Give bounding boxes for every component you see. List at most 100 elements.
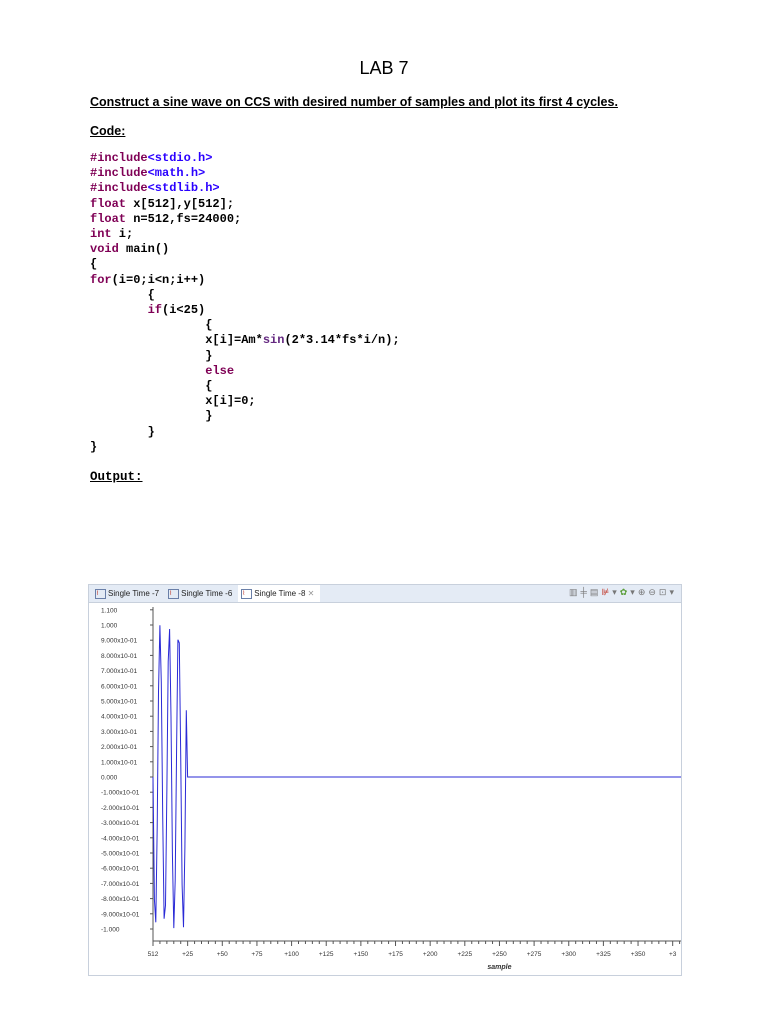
code-line: void main(): [90, 242, 400, 257]
y-tick-label: 0.000: [101, 775, 118, 782]
code-line: int i;: [90, 227, 400, 242]
code-line: for(i=0;i<n;i++): [90, 273, 400, 288]
code-token: x[i]=Am*: [90, 333, 263, 348]
y-tick-label: 6.000x10-01: [101, 683, 138, 690]
graph-icon: ⌇: [241, 589, 253, 599]
tab-list: ⌇Single Time -7 ⌇Single Time -6 ⌇Single …: [92, 585, 321, 602]
tab-single-time-8[interactable]: ⌇Single Time -8 ✕: [238, 585, 321, 602]
code-token: [90, 303, 148, 317]
y-tick-label: 2.000x10-01: [101, 744, 138, 751]
code-line: else: [90, 364, 400, 379]
table-icon[interactable]: ▤: [589, 587, 602, 597]
x-tick-label: +125: [319, 951, 334, 958]
y-tick-label: 1.000: [101, 623, 118, 630]
y-tick-label: 7.000x10-01: [101, 668, 138, 675]
code-line: x[i]=Am*sin(2*3.14*fs*i/n);: [90, 333, 400, 348]
code-token: n=512,fs=24000;: [126, 211, 242, 226]
output-heading: Output:: [90, 470, 143, 484]
code-token: }: [90, 439, 98, 454]
task-statement: Construct a sine wave on CCS with desire…: [90, 95, 618, 109]
zoom-out-icon[interactable]: ⊖: [648, 587, 659, 597]
y-tick-label: 9.000x10-01: [101, 638, 138, 645]
code-token: <stdlib.h>: [147, 181, 220, 196]
zoom-in-icon[interactable]: ⊕: [637, 587, 649, 597]
code-token: float: [90, 196, 127, 211]
chevron-down-icon[interactable]: ▾: [669, 587, 677, 597]
code-line: x[i]=0;: [90, 394, 400, 409]
y-tick-label: -6.000x10-01: [101, 866, 140, 873]
tab-single-time-6[interactable]: ⌇Single Time -6: [165, 585, 238, 602]
chart-icon[interactable]: ⊯: [601, 587, 613, 597]
zoom-fit-icon[interactable]: ⊡: [658, 587, 670, 597]
x-tick-label: +325: [596, 951, 611, 958]
code-line: float x[512],y[512];: [90, 197, 400, 212]
plugin-icon[interactable]: ✿: [619, 587, 631, 597]
code-token: x[512],y[512];: [126, 196, 235, 211]
align-icon[interactable]: ╪: [580, 587, 590, 597]
x-tick-label: +350: [631, 951, 646, 958]
x-tick-label: +300: [561, 951, 576, 958]
graph-tab-bar: ⌇Single Time -7 ⌇Single Time -6 ⌇Single …: [89, 585, 681, 603]
y-tick-label: -7.000x10-01: [101, 881, 140, 888]
code-token: #include: [90, 151, 148, 165]
code-token: float: [90, 211, 127, 226]
y-tick-label: 8.000x10-01: [101, 653, 138, 660]
code-token: {: [90, 318, 213, 333]
code-token: {: [90, 257, 98, 272]
code-token: else: [205, 363, 235, 378]
columns-icon[interactable]: ▥: [568, 587, 581, 597]
code-line: }: [90, 425, 400, 440]
y-tick-label: -1.000x10-01: [101, 790, 140, 797]
code-token: int: [90, 227, 112, 242]
y-tick-label: -2.000x10-01: [101, 805, 140, 812]
close-icon[interactable]: ✕: [307, 589, 315, 598]
x-tick-label: +25: [182, 951, 193, 958]
tab-label: Single Time -8: [254, 589, 306, 598]
code-token: <stdio.h>: [147, 151, 213, 165]
y-tick-label: -8.000x10-01: [101, 896, 140, 903]
code-block: #include<stdio.h>#include<math.h>#includ…: [90, 151, 400, 455]
x-tick-label: +250: [492, 951, 507, 958]
code-token: {: [90, 287, 155, 302]
y-tick-label: 5.000x10-01: [101, 699, 138, 706]
code-line: #include<stdio.h>: [90, 151, 400, 166]
x-axis-label: sample: [487, 964, 511, 971]
chevron-down-icon[interactable]: ▾: [612, 587, 620, 597]
code-token: i;: [111, 227, 134, 242]
code-line: }: [90, 440, 400, 455]
code-token: }: [90, 409, 213, 424]
code-token: }: [90, 424, 155, 439]
graph-icon: ⌇: [168, 589, 180, 599]
code-token: }: [90, 348, 213, 363]
x-tick-label: +150: [354, 951, 369, 958]
x-tick-label: +50: [217, 951, 228, 958]
code-token: (2*3.14*fs*i/n);: [284, 333, 400, 348]
code-line: {: [90, 379, 400, 394]
y-tick-label: 4.000x10-01: [101, 714, 138, 721]
x-tick-label: +100: [284, 951, 299, 958]
y-tick-label: -3.000x10-01: [101, 820, 140, 827]
x-tick-label: +200: [423, 951, 438, 958]
code-token: (i<25): [162, 303, 206, 318]
code-line: if(i<25): [90, 303, 400, 318]
code-line: {: [90, 318, 400, 333]
x-tick-label: 512: [148, 951, 159, 958]
code-token: if: [147, 303, 163, 318]
code-token: {: [90, 379, 213, 394]
x-tick-label: +3: [669, 951, 677, 958]
y-tick-label: -9.000x10-01: [101, 911, 140, 918]
x-tick-label: +75: [251, 951, 262, 958]
code-token: <math.h>: [147, 166, 206, 181]
graph-toolbar: ▥╪▤⊯▾✿▾⊕⊖⊡▾: [569, 587, 677, 598]
sine-wave-series: [152, 625, 681, 929]
x-tick-label: +175: [388, 951, 403, 958]
y-tick-label: 1.100: [101, 607, 118, 614]
chevron-down-icon[interactable]: ▾: [630, 587, 638, 597]
tab-single-time-7[interactable]: ⌇Single Time -7: [92, 585, 165, 602]
waveform-chart: 1.100 1.000 9.000x10-01 8.000x10-01 7.000x10…: [101, 607, 681, 971]
graph-icon: ⌇: [95, 589, 106, 599]
code-token: #include: [90, 181, 148, 196]
x-tick-label: +225: [457, 951, 472, 958]
code-token: for: [90, 272, 112, 287]
